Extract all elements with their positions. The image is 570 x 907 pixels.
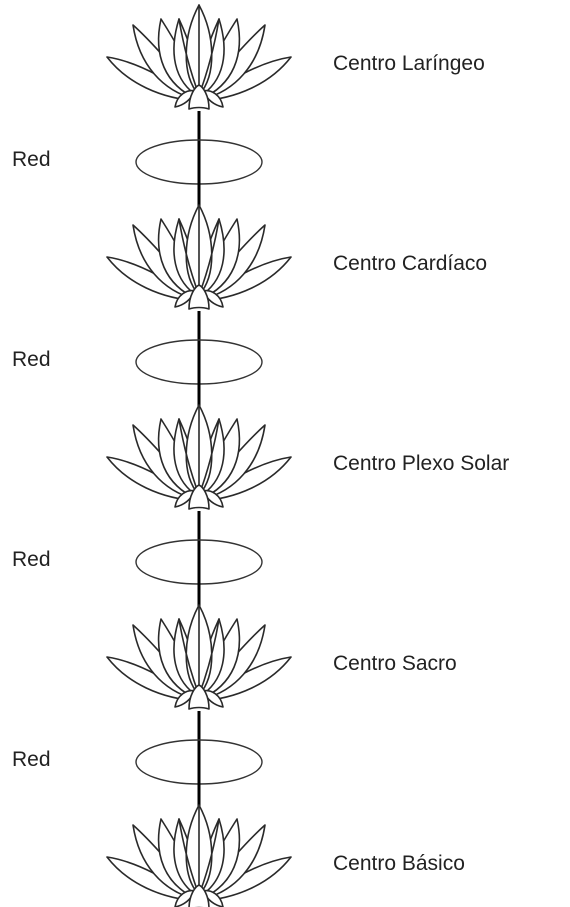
center-label: Centro Básico bbox=[333, 852, 465, 875]
center-label: Centro Sacro bbox=[333, 652, 457, 675]
network-label: Red bbox=[12, 348, 51, 371]
center-label: Centro Cardíaco bbox=[333, 252, 488, 275]
lotus-flower-icon bbox=[106, 204, 292, 310]
network-label: Red bbox=[12, 748, 51, 771]
lotus-flower-icon bbox=[106, 4, 292, 110]
center-label: Centro Plexo Solar bbox=[333, 452, 510, 475]
center-label: Centro Laríngeo bbox=[333, 52, 485, 75]
lotus-flower-icon bbox=[106, 404, 292, 510]
network-label: Red bbox=[12, 548, 51, 571]
lotus-flower-icon bbox=[106, 804, 292, 907]
lotus-flower-icon bbox=[106, 604, 292, 710]
network-label: Red bbox=[12, 148, 51, 171]
